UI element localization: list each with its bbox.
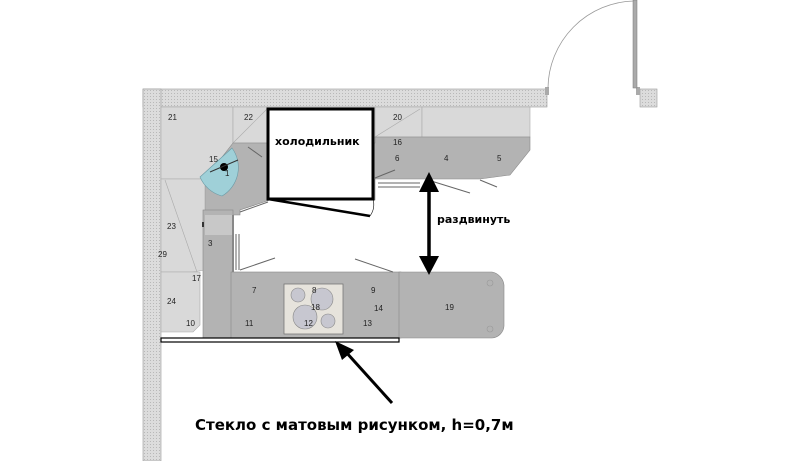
- fridge: [266, 107, 375, 218]
- door-jamb-right: [636, 87, 640, 95]
- module-6: 6: [395, 154, 400, 163]
- module-numbers: 1 3 4 5 6 7 8 9 10 11 12 13 14 15 16 17 …: [158, 113, 502, 328]
- top-wall: [142, 88, 548, 108]
- module-9: 9: [371, 286, 376, 295]
- module-19: 19: [445, 303, 454, 312]
- module-14: 14: [374, 304, 383, 313]
- door-leaf: [632, 0, 638, 89]
- module-17: 17: [192, 274, 201, 283]
- module-12: 12: [304, 319, 313, 328]
- module-1: 1: [225, 169, 230, 178]
- carousel-15: [199, 147, 239, 197]
- cabinet-23: [160, 178, 206, 273]
- burner: [292, 304, 318, 330]
- module-15: 15: [209, 155, 218, 164]
- module-7: 7: [252, 286, 257, 295]
- module-24: 24: [167, 297, 176, 306]
- module-8: 8: [312, 286, 317, 295]
- glass-note: Стекло с матовым рисунком, h=0,7м: [195, 416, 514, 434]
- module-13: 13: [363, 319, 372, 328]
- module-11: 11: [245, 319, 254, 328]
- module-23: 23: [167, 222, 176, 231]
- module-22: 22: [244, 113, 253, 122]
- door-jamb-left: [545, 87, 549, 95]
- fridge-label: холодильник: [275, 135, 360, 148]
- module-3: 3: [208, 239, 213, 248]
- expand-arrow: [419, 172, 439, 275]
- glass-panel: [160, 337, 400, 343]
- door-swing-arc: [547, 0, 635, 89]
- bar-counter-19: [398, 271, 505, 339]
- module-16: 16: [393, 138, 402, 147]
- module-29: 29: [158, 250, 167, 259]
- right-wall-stub: [639, 88, 658, 108]
- module-21: 21: [168, 113, 177, 122]
- module-4: 4: [444, 154, 449, 163]
- module-20: 20: [393, 113, 402, 122]
- expand-label: раздвинуть: [437, 213, 510, 226]
- module-18: 18: [311, 303, 320, 312]
- burner: [320, 313, 336, 329]
- module-5: 5: [497, 154, 502, 163]
- module-10: 10: [186, 319, 195, 328]
- cabinet-24: [160, 271, 201, 333]
- entrance-door: [547, 0, 638, 89]
- left-wall: [142, 88, 162, 461]
- glass-pointer-arrow: [335, 341, 394, 405]
- burner: [290, 287, 306, 303]
- burner: [310, 287, 334, 311]
